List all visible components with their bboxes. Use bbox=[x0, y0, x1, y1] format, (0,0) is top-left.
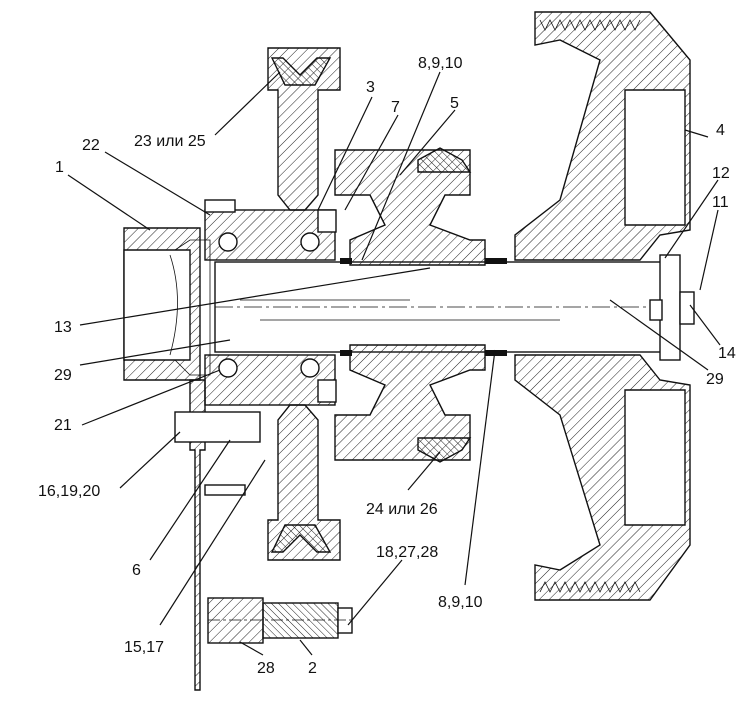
callout-23-or-25: 23 или 25 bbox=[134, 133, 206, 150]
bearing-housing bbox=[204, 209, 337, 406]
callout-21: 21 bbox=[54, 417, 72, 434]
callout-8-9-10-bottom: 8,9,10 bbox=[438, 594, 483, 611]
callout-13: 13 bbox=[54, 319, 72, 336]
callout-14: 14 bbox=[718, 345, 736, 362]
pipe-part-1 bbox=[123, 227, 211, 381]
large-pulley bbox=[514, 11, 691, 601]
callout-12: 12 bbox=[712, 165, 730, 182]
callout-5: 5 bbox=[450, 95, 459, 112]
callout-4: 4 bbox=[716, 122, 725, 139]
callout-8-9-10-top: 8,9,10 bbox=[418, 55, 463, 72]
callout-11: 11 bbox=[712, 194, 729, 211]
callout-1: 1 bbox=[55, 159, 64, 176]
leader-lines bbox=[67, 71, 721, 656]
callout-29-right: 29 bbox=[706, 371, 724, 388]
shaft bbox=[214, 261, 671, 353]
end-bolt-assembly bbox=[649, 254, 695, 361]
callout-16-19-20: 16,19,20 bbox=[38, 483, 100, 500]
small-pulley bbox=[267, 47, 341, 561]
seals bbox=[340, 258, 507, 356]
callout-3: 3 bbox=[366, 79, 375, 96]
callout-22: 22 bbox=[82, 137, 100, 154]
callout-15-17: 15,17 bbox=[124, 639, 164, 656]
callout-labels: 1 22 23 или 25 3 7 8,9,10 5 4 12 11 13 2… bbox=[38, 55, 736, 677]
callout-28: 28 bbox=[257, 660, 275, 677]
callout-18-27-28: 18,27,28 bbox=[376, 544, 438, 561]
callout-6: 6 bbox=[132, 562, 141, 579]
middle-pulley bbox=[334, 147, 486, 463]
callout-24-or-26: 24 или 26 bbox=[366, 501, 438, 518]
callout-29-left: 29 bbox=[54, 367, 72, 384]
callout-2: 2 bbox=[308, 660, 317, 677]
callout-7: 7 bbox=[391, 99, 400, 116]
bracket-plate bbox=[174, 199, 261, 691]
stud-assembly bbox=[207, 597, 353, 644]
